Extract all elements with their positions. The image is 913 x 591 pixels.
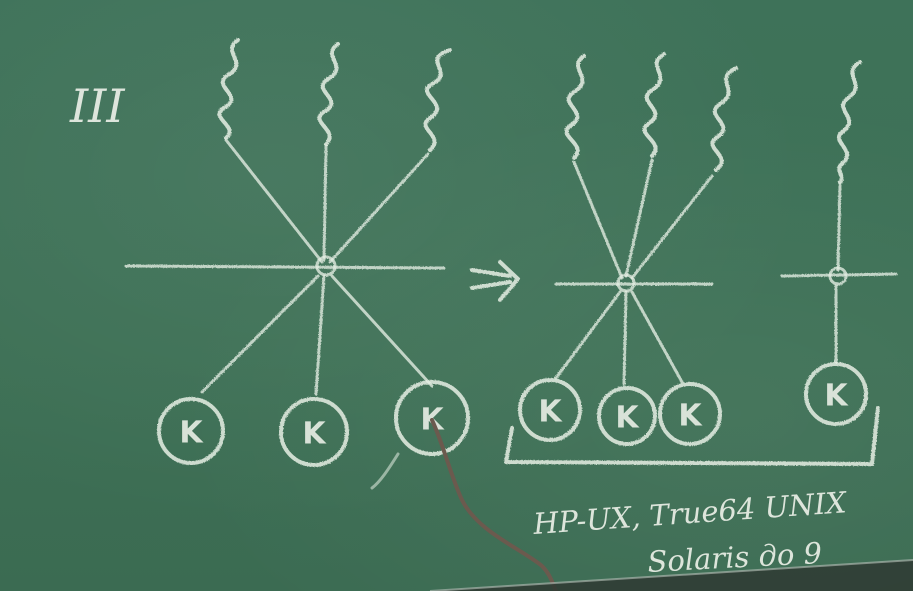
user-thread-squiggle [217,38,240,140]
implies-arrow [470,260,520,302]
boundary-line [124,264,446,270]
user-thread-squiggle [317,42,340,146]
kernel-line [554,290,622,380]
os-caption-line-1: HP-UX, True64 UNIX [531,485,849,541]
pointer-cable [430,418,558,591]
kernel-thread-label: K [824,379,849,414]
kernel-line [200,274,320,394]
user-thread-squiggle [564,54,586,160]
kernel-thread-circle [394,380,470,456]
grouping-bracket [504,406,880,466]
thread-line [328,152,430,264]
kernel-thread-label: K [678,399,703,434]
kernel-thread-label: K [302,417,327,452]
multiplexer-node [828,266,848,286]
kernel-line [330,274,434,388]
multiplexer-node [315,255,337,277]
kernel-thread-circle [597,386,657,446]
board-edge [429,559,913,591]
thread-line [624,158,654,278]
thread-line [836,182,842,272]
thread-line [224,138,324,264]
user-thread-squiggle [837,60,862,184]
kernel-thread-label: K [538,395,563,430]
thread-line [572,160,624,280]
thread-line [630,174,714,280]
kernel-thread-circle [518,378,582,442]
kernel-line [314,274,326,396]
kernel-thread-circle [658,382,722,446]
left-diagram [124,38,470,467]
kernel-thread-label: K [615,401,640,436]
kernel-line [630,290,684,384]
middle-diagram [518,52,738,446]
thread-line [322,144,328,262]
user-thread-squiggle [423,48,452,152]
user-thread-squiggle [642,52,666,158]
kernel-thread-circle [804,362,868,426]
kernel-thread-circle [279,397,349,467]
kernel-line [622,290,628,386]
boundary-line [780,272,898,278]
kernel-thread-circle [157,397,225,465]
chalk-stroke [370,452,400,490]
roman-numeral: III [69,79,125,133]
right-diagram [780,60,898,426]
user-thread-squiggle [710,66,738,172]
kernel-thread-label: K [179,416,204,451]
